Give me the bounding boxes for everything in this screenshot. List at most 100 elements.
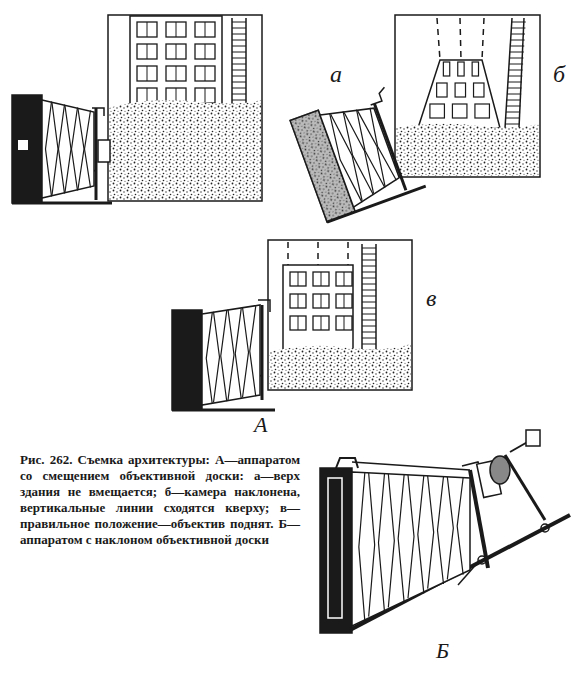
window-bar xyxy=(205,44,206,59)
window xyxy=(290,294,306,308)
window-bar xyxy=(344,272,345,286)
ladder-rung xyxy=(362,332,376,333)
window xyxy=(458,62,464,76)
ladder-rung xyxy=(232,88,246,89)
ladder-rung xyxy=(508,82,522,83)
panel-b xyxy=(290,15,540,222)
ladder-rung xyxy=(232,82,246,83)
window xyxy=(336,294,352,308)
ladder-rung xyxy=(232,58,246,59)
ladder-rung xyxy=(232,70,246,71)
bellows xyxy=(320,97,403,207)
ladder-rung xyxy=(508,76,522,77)
ladder-rung xyxy=(506,112,520,113)
bellows-fold xyxy=(228,310,234,401)
panel-letter: б xyxy=(553,62,565,86)
ladder-rung xyxy=(232,40,246,41)
ladder-rung xyxy=(511,40,525,41)
bellows xyxy=(352,472,470,626)
bellows-fold xyxy=(344,111,379,194)
window-bar xyxy=(205,66,206,81)
figure-caption: Рис. 262. Съемка архитектуры: А—аппарато… xyxy=(20,452,300,548)
panel-letter: а xyxy=(330,62,342,86)
window xyxy=(430,104,445,118)
bellows-fold xyxy=(250,306,256,396)
ladder-rung xyxy=(508,88,522,89)
panel-letter: А xyxy=(254,414,267,436)
ladder-rung xyxy=(507,100,521,101)
ladder-rung xyxy=(506,106,520,107)
window xyxy=(195,88,215,103)
window xyxy=(313,294,329,308)
bellows-fold xyxy=(324,113,362,204)
panel-c xyxy=(172,240,412,410)
ladder-rung xyxy=(506,118,520,119)
window-bar xyxy=(205,22,206,37)
window xyxy=(475,104,490,118)
bellows xyxy=(202,305,260,405)
window xyxy=(137,22,157,37)
bellows-fold xyxy=(59,105,65,194)
bellows-fold xyxy=(408,475,414,598)
bellows-fold xyxy=(243,307,249,397)
bellows-fold xyxy=(72,108,78,191)
bellows-fold xyxy=(358,109,391,186)
bellows-fold xyxy=(379,474,385,613)
window xyxy=(166,22,186,37)
bellows-fold xyxy=(235,308,241,398)
window xyxy=(336,316,352,330)
ladder-rung xyxy=(505,124,519,125)
window-bar xyxy=(344,294,345,308)
ladder-rung xyxy=(509,58,523,59)
ladder-rung xyxy=(362,326,376,327)
window-bar xyxy=(176,66,177,81)
ladder-rung xyxy=(362,302,376,303)
window-bar xyxy=(205,88,206,103)
bellows-fold xyxy=(331,112,368,201)
bellows-fold xyxy=(221,311,227,402)
window xyxy=(313,272,329,286)
bellows-outline xyxy=(320,97,403,207)
window-bar xyxy=(147,88,148,103)
window xyxy=(313,316,329,330)
bellows-fold xyxy=(447,477,453,579)
ladder-rung xyxy=(362,260,376,261)
ladder-rung xyxy=(362,254,376,255)
ladder-rung xyxy=(232,22,246,23)
bellows-fold xyxy=(52,103,58,195)
ladder-rung xyxy=(362,308,376,309)
window-bar xyxy=(147,22,148,37)
ladder-rung xyxy=(509,70,523,71)
window-bar xyxy=(321,272,322,286)
window-bar xyxy=(321,294,322,308)
ladder-rung xyxy=(362,290,376,291)
window-bar xyxy=(176,22,177,37)
window xyxy=(443,62,449,76)
ladder-rung xyxy=(232,64,246,65)
ladder-rung xyxy=(512,22,526,23)
window xyxy=(290,272,306,286)
bellows-fold xyxy=(418,476,424,594)
bellows-fold xyxy=(337,111,373,197)
window-bar xyxy=(176,44,177,59)
ladder-rung xyxy=(362,284,376,285)
bellows-fold xyxy=(369,473,375,617)
ladder-rung xyxy=(362,278,376,279)
window xyxy=(290,316,306,330)
window-bar xyxy=(298,272,299,286)
panel-a xyxy=(12,15,262,203)
window-bar xyxy=(147,66,148,81)
panel-letter: Б xyxy=(436,640,449,662)
bellows-fold xyxy=(206,313,212,404)
window-bar xyxy=(298,316,299,330)
window xyxy=(437,83,447,97)
ladder-rung xyxy=(362,344,376,345)
bellows-outline xyxy=(352,472,470,626)
ladder-rung xyxy=(232,100,246,101)
bellows-fold xyxy=(457,478,463,575)
ladder-rung xyxy=(362,272,376,273)
window-bar xyxy=(344,316,345,330)
bellows xyxy=(42,100,94,198)
